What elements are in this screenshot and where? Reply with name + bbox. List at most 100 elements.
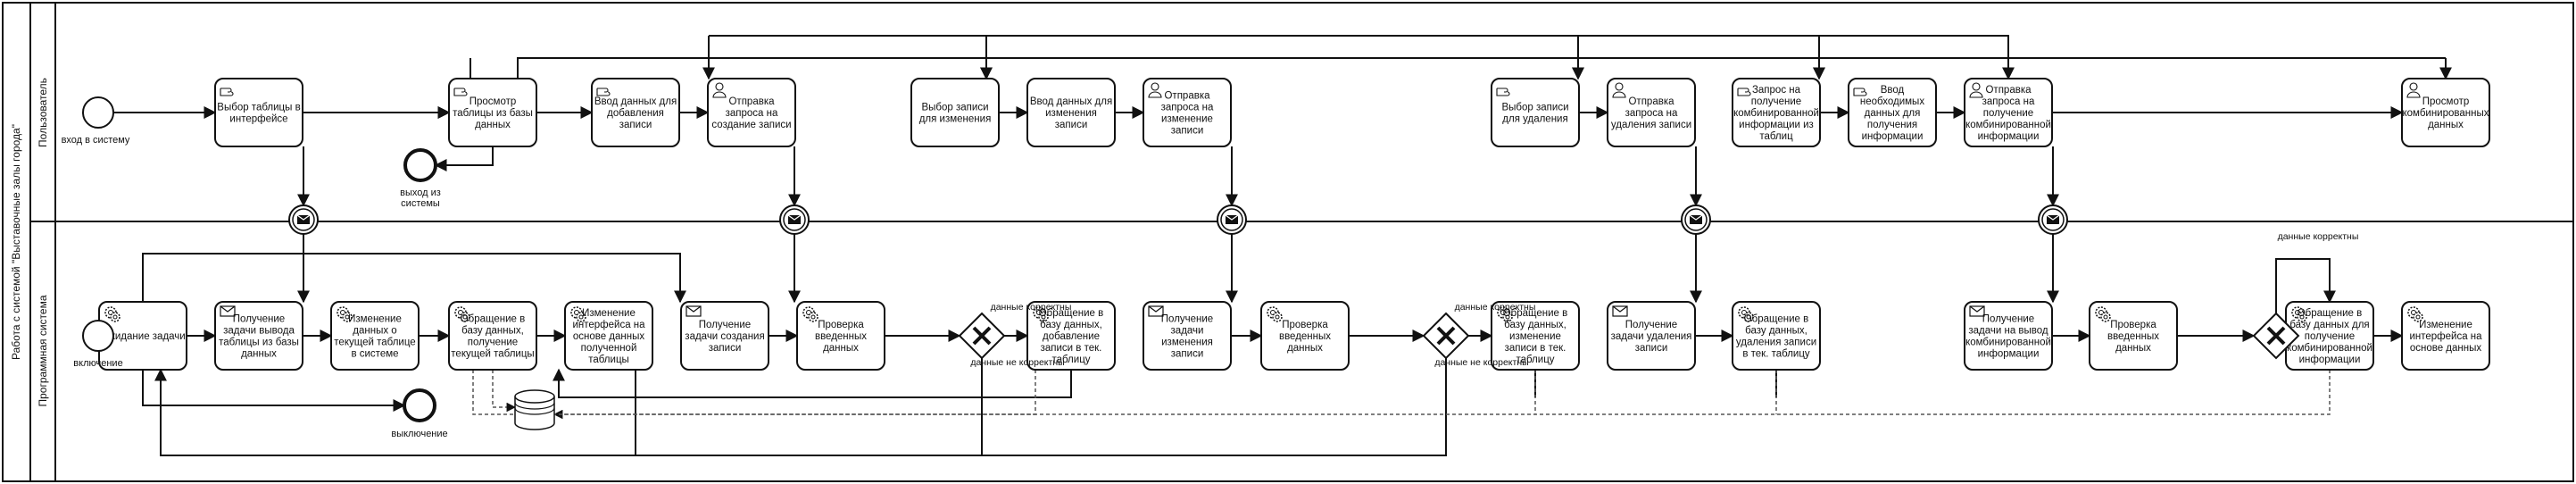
system-end-event[interactable] bbox=[403, 388, 436, 422]
message-event-4[interactable] bbox=[1681, 204, 1711, 235]
hand-icon bbox=[1853, 88, 1867, 96]
person-icon bbox=[1969, 82, 1983, 98]
database-icon bbox=[514, 389, 555, 430]
sequence-flows bbox=[97, 35, 2452, 456]
gateway-labels: данные корректны данные не корректны дан… bbox=[970, 231, 2358, 368]
user-end-event[interactable] bbox=[403, 148, 437, 182]
task-label: Ожидание задачи bbox=[100, 331, 185, 342]
hand-icon bbox=[453, 88, 468, 96]
message-event-3[interactable] bbox=[1217, 204, 1247, 235]
system-start-event[interactable] bbox=[82, 320, 114, 352]
gw2-correct-label: данные корректны bbox=[1455, 302, 1536, 313]
gateway-3[interactable] bbox=[2252, 312, 2300, 360]
gear-icon bbox=[1267, 306, 1283, 322]
gear-icon bbox=[1033, 306, 1049, 322]
user-start-event[interactable] bbox=[82, 96, 114, 129]
message-event-1[interactable] bbox=[288, 204, 319, 235]
task-s1[interactable]: Ожидание задачи bbox=[98, 301, 187, 371]
envelope-icon bbox=[220, 305, 236, 317]
gear-icon bbox=[2407, 306, 2423, 322]
gw1-correct-label: данные корректны bbox=[991, 302, 1072, 313]
hand-icon bbox=[1496, 88, 1510, 96]
gear-icon bbox=[337, 306, 353, 322]
system-start-label: включение bbox=[73, 358, 122, 369]
gateway-1[interactable] bbox=[958, 312, 1006, 360]
message-event-2[interactable] bbox=[779, 204, 810, 235]
gear-icon bbox=[570, 306, 586, 322]
gear-icon bbox=[1738, 306, 1754, 322]
pool-label: Работа с системой "Выставочные залы горо… bbox=[10, 124, 22, 360]
person-icon bbox=[712, 82, 727, 98]
message-event-5[interactable] bbox=[2038, 204, 2068, 235]
gear-icon bbox=[2291, 306, 2307, 322]
gear-icon bbox=[104, 306, 120, 322]
person-icon bbox=[1612, 82, 1626, 98]
envelope-icon bbox=[1969, 305, 1985, 317]
gw1-incorrect-label: данные не корректны bbox=[970, 357, 1064, 368]
person-icon bbox=[2406, 82, 2421, 98]
hand-icon bbox=[596, 88, 611, 96]
gateway-2[interactable] bbox=[1422, 312, 1470, 360]
gear-icon bbox=[2095, 306, 2111, 322]
person-icon bbox=[1148, 82, 1162, 98]
gw3-correct-label: данные корректны bbox=[2278, 231, 2359, 242]
hand-icon bbox=[1737, 88, 1751, 96]
